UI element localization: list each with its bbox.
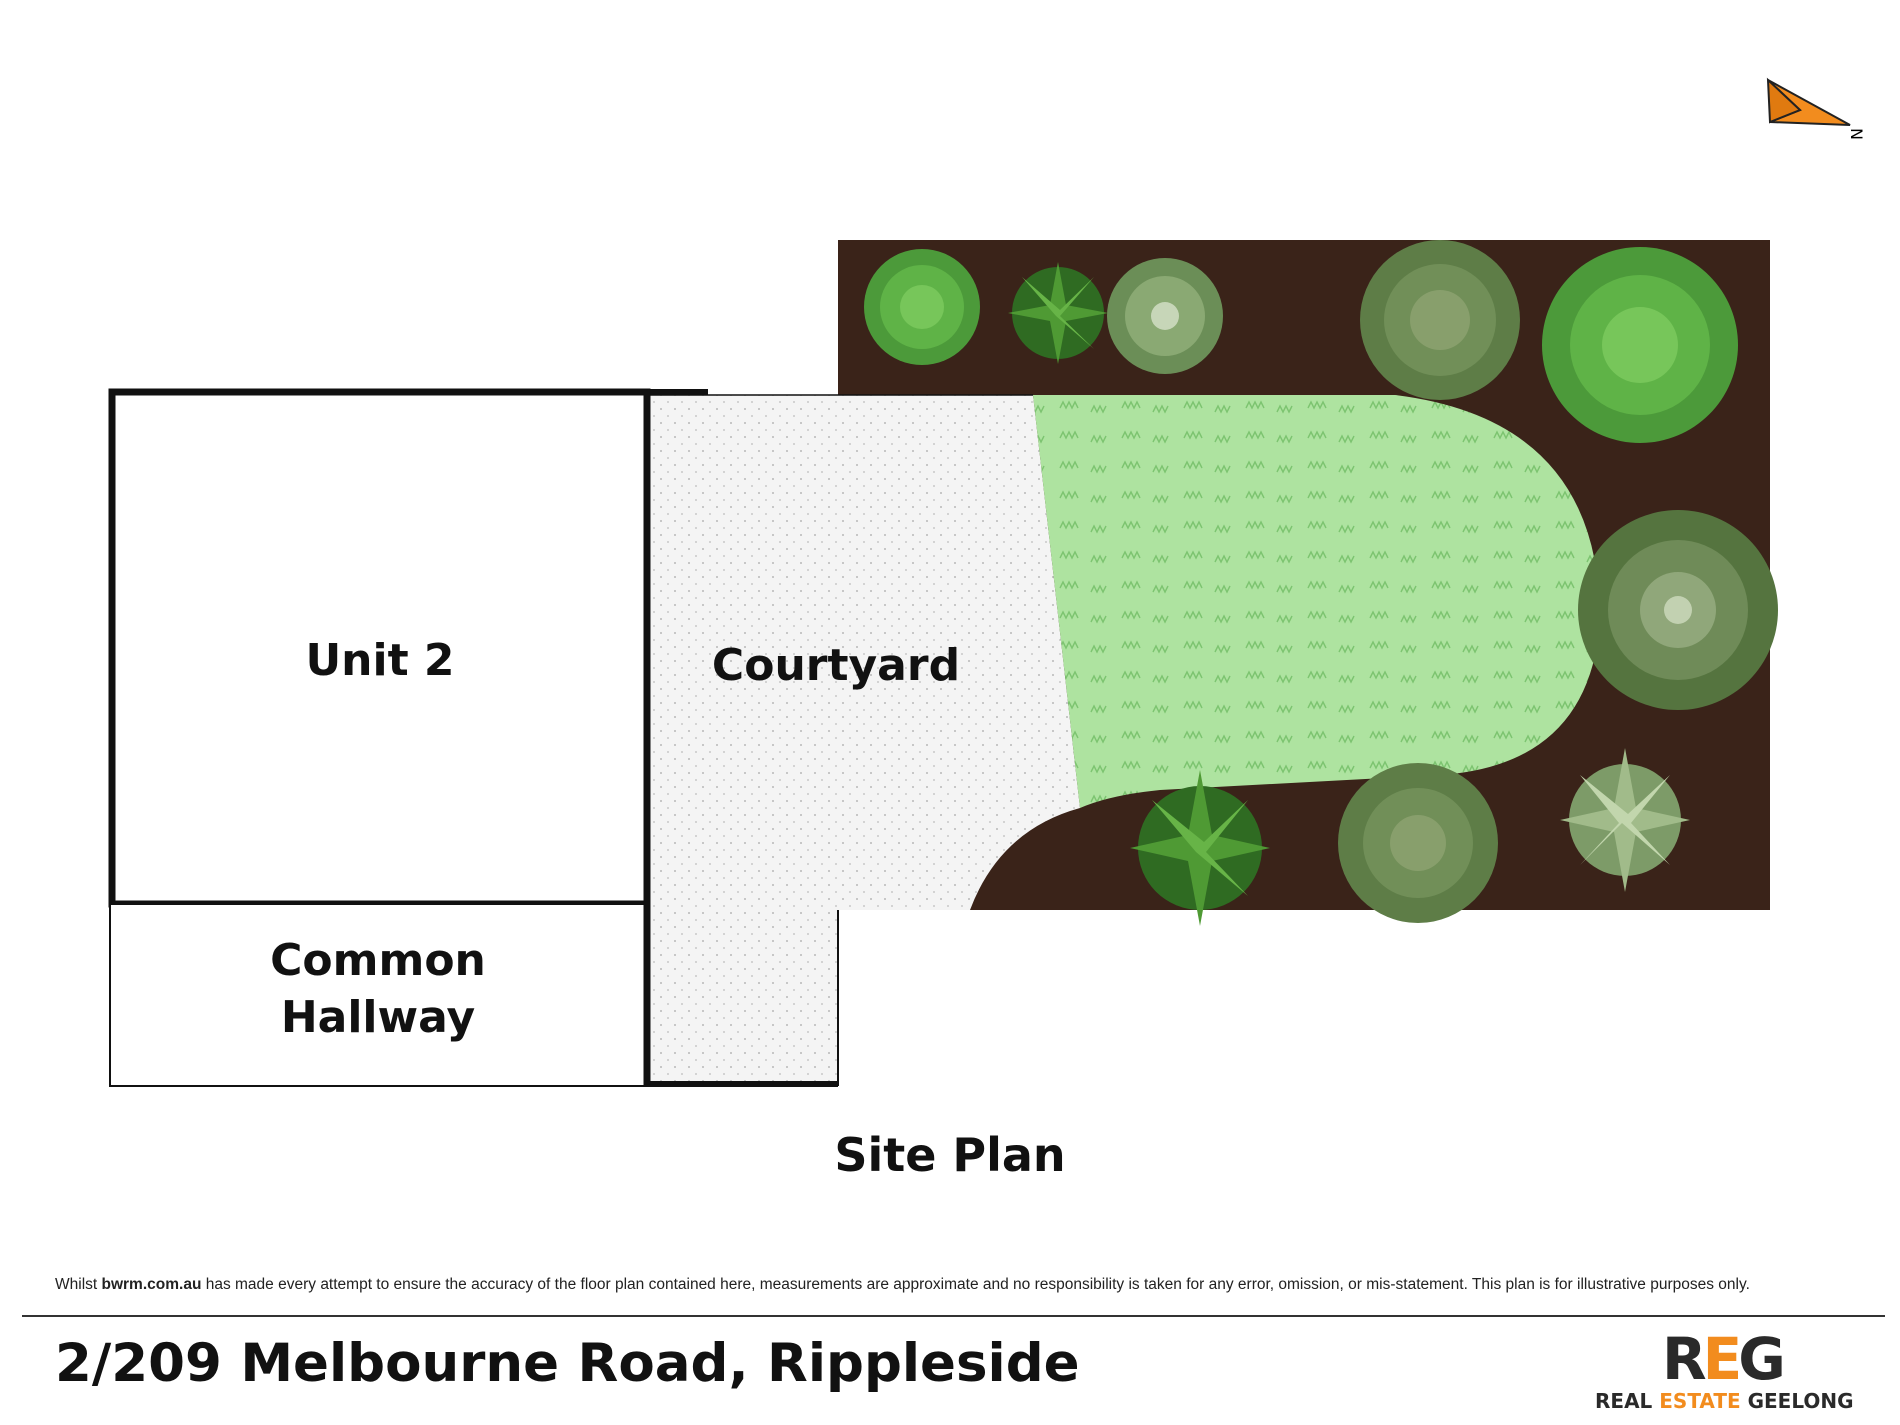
north-arrow-icon: N — [1766, 77, 1866, 140]
plan-title: Site Plan — [834, 1128, 1066, 1182]
shrub-round-1 — [1107, 258, 1223, 374]
tree-round-3 — [1338, 763, 1498, 923]
common-hallway-room — [109, 903, 648, 1087]
courtyard-paving — [650, 395, 1080, 1086]
tree-round-2 — [1578, 510, 1778, 710]
disclaimer: Whilst bwrm.com.au has made every attemp… — [55, 1276, 1855, 1294]
disclaimer-suffix: has made every attempt to ensure the acc… — [201, 1276, 1750, 1293]
courtyard-label: Courtyard — [712, 640, 960, 691]
footer-divider — [22, 1315, 1885, 1317]
property-address: 2/209 Melbourne Road, Rippleside — [55, 1333, 1080, 1394]
reg-logo: REG REAL ESTATE GEELONG — [1590, 1325, 1854, 1415]
shrub-bushy-1 — [864, 249, 980, 365]
unit-2-room — [108, 388, 651, 908]
hallway-label-line1: Common — [270, 935, 486, 986]
north-arrow-letter: N — [1847, 128, 1866, 140]
tree-round-1 — [1360, 240, 1520, 400]
reg-logo-text: REAL ESTATE GEELONG — [1595, 1389, 1854, 1413]
shrub-spiky-1 — [1008, 262, 1108, 364]
shrub-spiky-2 — [1130, 770, 1270, 926]
hallway-label-line2: Hallway — [281, 992, 475, 1043]
disclaimer-site-link[interactable]: bwrm.com.au — [101, 1276, 202, 1293]
unit-2-label: Unit 2 — [305, 635, 454, 686]
lawn — [1033, 395, 1600, 808]
tree-bushy-1 — [1542, 247, 1738, 443]
reg-logo-mark: REG — [1662, 1325, 1786, 1393]
shrub-spiky-3 — [1560, 748, 1690, 892]
disclaimer-prefix: Whilst — [55, 1276, 102, 1293]
